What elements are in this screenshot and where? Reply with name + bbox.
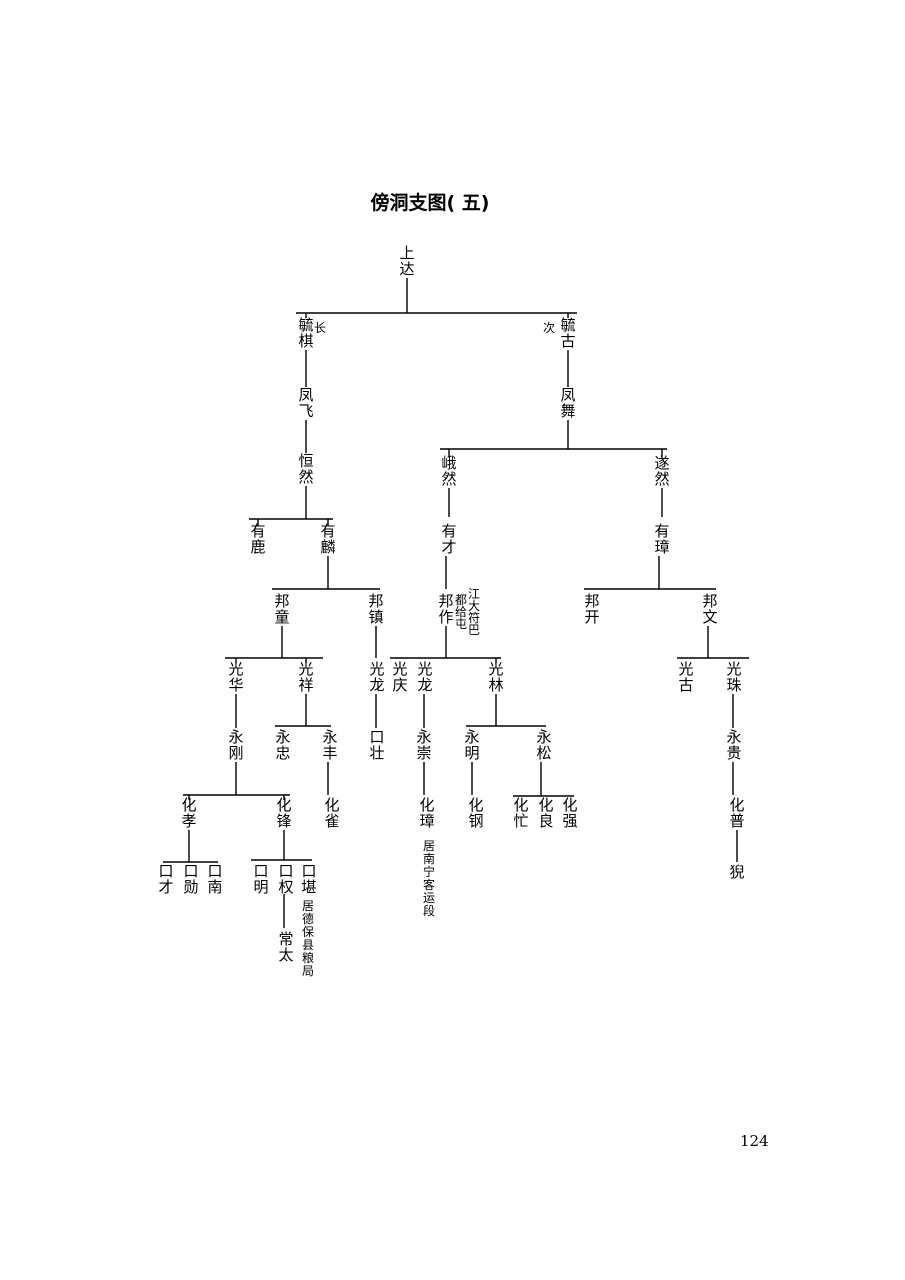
node-hualiang: 化良 (538, 796, 553, 830)
node-huafeng: 化锋 (276, 796, 291, 830)
node-hengran: 恒然 (298, 452, 313, 486)
node-kou_nan: 口南 (207, 862, 222, 896)
node-changtai: 常太 (278, 930, 293, 964)
node-yongsong: 永松 (536, 728, 551, 762)
connector-lines (163, 278, 749, 928)
node-huaque: 化雀 (324, 796, 339, 830)
node-youcai: 有才 (441, 522, 456, 556)
node-yonggui: 永贵 (726, 728, 741, 762)
page-title: 傍洞支图( 五) (370, 192, 490, 214)
node-youzhang: 有璋 (654, 522, 669, 556)
node-guangxiang: 光祥 (298, 660, 313, 694)
node-suiran: 遂然 (654, 454, 669, 488)
node-yonggang: 永刚 (228, 728, 243, 762)
note-bangzuo-1: 江大符巴 (468, 587, 480, 637)
node-bangtong: 邦童 (274, 592, 289, 626)
node-yongchong: 永崇 (416, 728, 431, 762)
node-kou_ming: 口明 (253, 862, 268, 896)
node-kouzhuang: 口壮 (369, 728, 384, 762)
note-bangzuo-2: 都给屯 (455, 593, 467, 631)
node-youlu: 有鹿 (250, 522, 265, 556)
node-huamang: 化忙 (513, 796, 528, 830)
page-number: 124 (740, 1132, 769, 1150)
node-guanghua: 光华 (228, 660, 243, 694)
note-kou-kan: 居德保县粮局 (302, 899, 314, 978)
node-kou_xun: 口勋 (183, 862, 198, 896)
node-kou_cai: 口才 (158, 862, 173, 896)
node-guanggu: 光古 (678, 660, 693, 694)
node-bangzuo: 邦作 (438, 592, 453, 626)
node-fengfei: 凤飞 (298, 386, 313, 420)
node-huaxiao: 化孝 (181, 796, 196, 830)
note-huazhang: 居南宁客运段 (423, 839, 435, 918)
node-kou_quan: 口权 (278, 862, 293, 896)
note-ming-gu: 次 (543, 321, 555, 335)
node-huagang: 化钢 (468, 796, 483, 830)
node-bangkai: 邦开 (584, 592, 599, 626)
node-bangwen: 邦文 (702, 592, 717, 626)
note-ming-qi: 长 (314, 321, 326, 335)
node-huapu: 化普 (729, 796, 744, 830)
node-yongzhong: 永忠 (275, 728, 290, 762)
node-eran: 峨然 (441, 454, 456, 488)
node-ming_qi: 毓棋 (298, 316, 313, 350)
node-guanglong-a: 光龙 (369, 660, 384, 694)
node-yongming: 永明 (464, 728, 479, 762)
node-guangzhu: 光珠 (726, 660, 741, 694)
node-huaqiang: 化强 (562, 796, 577, 830)
node-shangda: 上达 (399, 244, 414, 278)
node-guanglong-b: 光龙 (417, 660, 432, 694)
node-huazhang: 化璋 (419, 796, 434, 830)
node-fengwu: 凤舞 (560, 386, 575, 420)
node-yongfeng: 永丰 (322, 728, 337, 762)
node-youlin: 有麟 (320, 522, 335, 556)
node-kou_kan: 口堪 (301, 862, 316, 896)
node-bangzhen: 邦镇 (368, 592, 383, 626)
node-guanglin: 光林 (488, 660, 503, 694)
node-ming_gu: 毓古 (560, 316, 575, 350)
node-kuang: 猊 (729, 863, 744, 881)
node-guangqing: 光庆 (392, 660, 407, 694)
